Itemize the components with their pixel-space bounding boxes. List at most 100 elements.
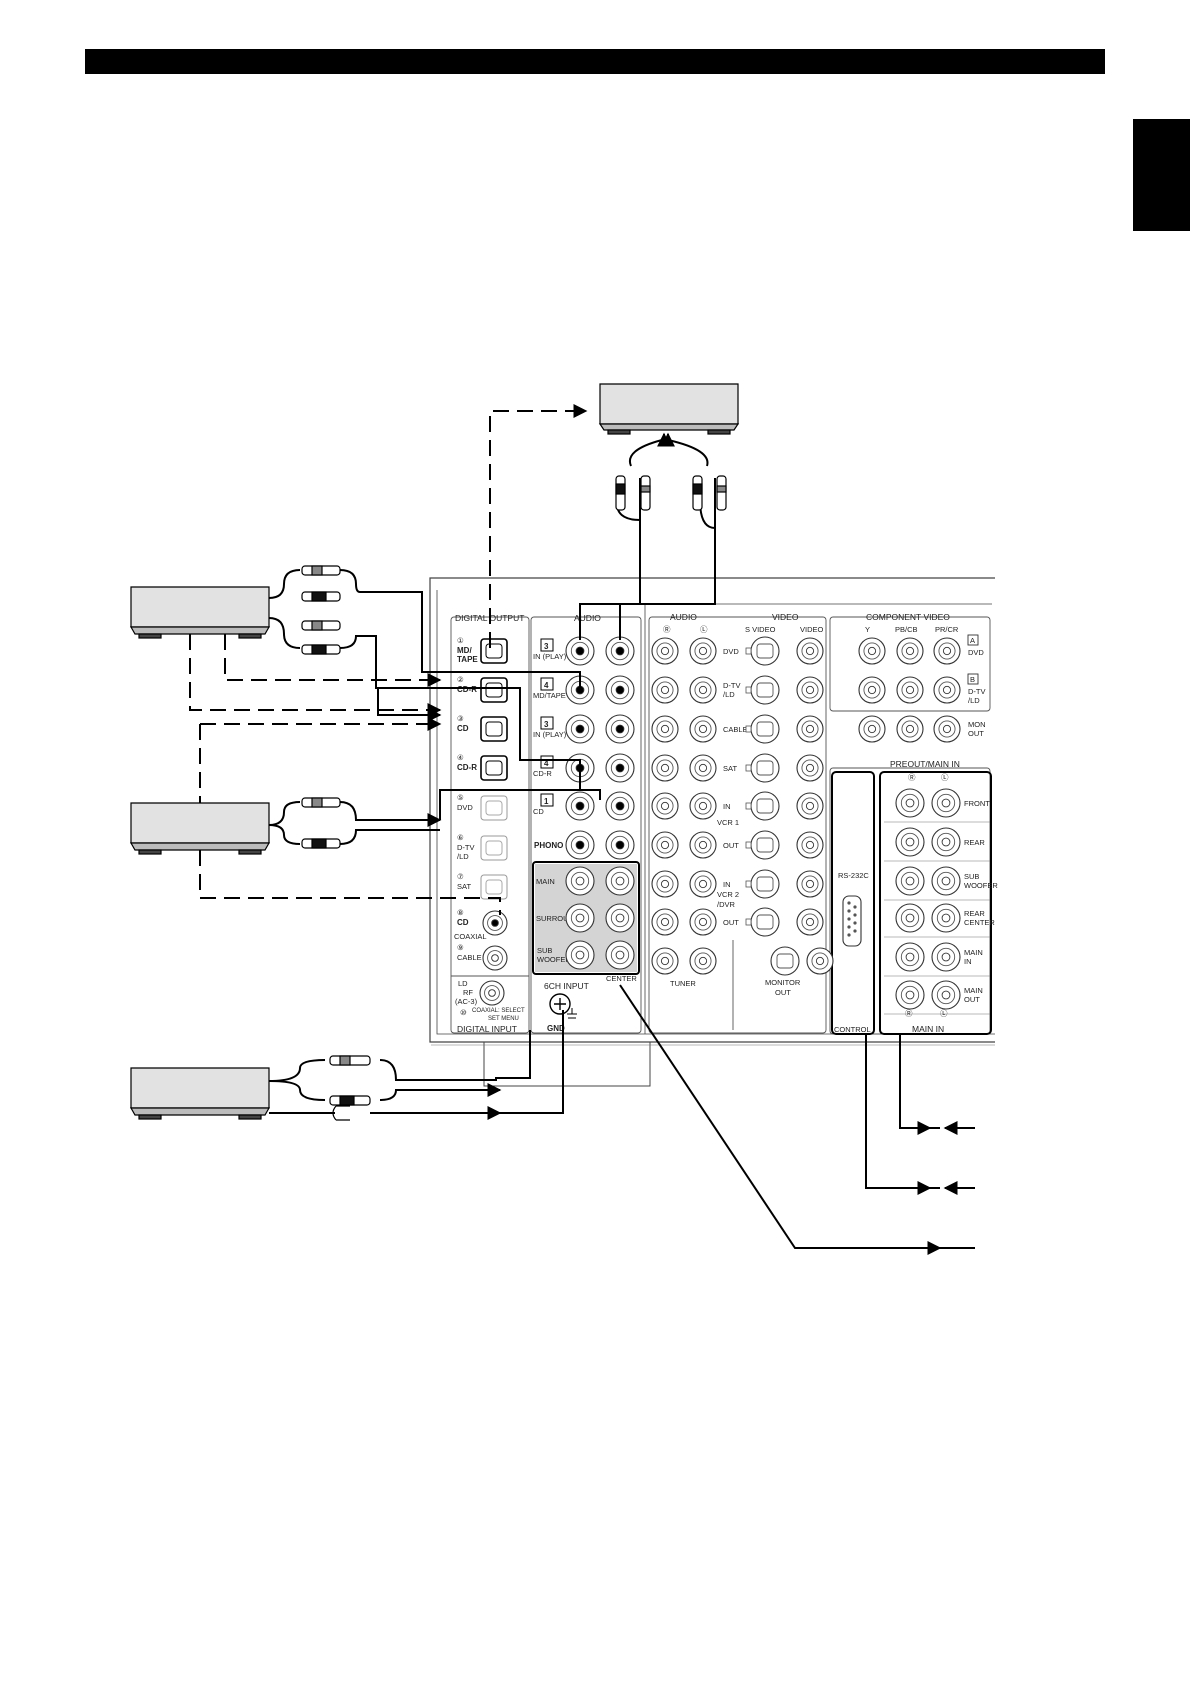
video-audio-jack-l-6-pin xyxy=(698,879,708,889)
video-audio-jack-l-7-ring xyxy=(694,913,712,931)
preout-header: PREOUT/MAIN IN xyxy=(890,759,960,769)
highlight-frames xyxy=(532,771,992,1035)
preout-jack-l-0-pin xyxy=(941,798,951,808)
s-video-jack-5 xyxy=(750,830,780,860)
rs232c-pin-b-2 xyxy=(853,921,857,925)
ld-label-2: RF xyxy=(463,988,473,997)
optical-jack-5 xyxy=(480,835,508,861)
ld-label-1: LD xyxy=(458,979,468,988)
preout-jack-l-2-ring xyxy=(936,871,956,891)
component-row-label-1-line-0: D-TV xyxy=(968,687,986,696)
optical-jack-slot-5 xyxy=(485,840,503,856)
rs232c-pin-b-3 xyxy=(853,929,857,933)
video-header: VIDEO xyxy=(772,612,799,622)
component-video-header: COMPONENT VIDEO xyxy=(866,612,950,622)
digital-jack-num-1: ② xyxy=(457,675,464,684)
six-ch-jack-l-0-pin xyxy=(575,876,585,886)
digital-jack-label-4-line-0: DVD xyxy=(457,803,473,812)
six-ch-jack-r-0-pin xyxy=(615,876,625,886)
six-ch-label-2-line-0: SUB xyxy=(537,946,552,955)
optical-jack-3 xyxy=(480,755,508,781)
video-jack-7-ring xyxy=(801,913,819,931)
component-jack-pr-0-ring xyxy=(938,642,956,660)
digital-jack-num-6: ⑦ xyxy=(457,872,464,881)
audio-num-2: 3 xyxy=(544,720,549,729)
component-jack-y-1-pin xyxy=(867,685,877,695)
tuner-label: TUNER xyxy=(670,979,696,988)
preout-jack-r-5-ring xyxy=(900,985,920,1005)
s-video-label: S VIDEO xyxy=(745,625,776,634)
preout-jack-r-2-ring xyxy=(900,871,920,891)
monitor-out-label-1: MONITOR xyxy=(765,978,801,987)
component-jack-y-0-ring xyxy=(863,642,881,660)
preout-row-label-1-line-0: REAR xyxy=(964,838,985,847)
side-tab xyxy=(1133,119,1190,231)
audio-num-box-1 xyxy=(540,677,554,691)
video-jack-6-ring xyxy=(801,875,819,893)
preout-jack-r-5-pin xyxy=(905,990,915,1000)
video-audio-jack-l-6-ring xyxy=(694,875,712,893)
cables xyxy=(189,404,975,1255)
s-video-jack-tab-7 xyxy=(745,918,752,926)
six-ch-jack-l-2-ring xyxy=(570,945,590,965)
main-in-l-label: Ⓛ xyxy=(940,1009,948,1018)
ld-label-3: (AC-3) xyxy=(455,997,478,1006)
component-top xyxy=(598,383,740,435)
digital-jack-num-2: ③ xyxy=(457,714,464,723)
video-audio-jack-r-2-ring xyxy=(656,720,674,738)
video-jack-1-pin xyxy=(805,685,815,695)
optical-jack-slot-6 xyxy=(485,879,503,895)
optical-jack-slot-2 xyxy=(485,721,503,737)
audio-jack-r-1-ring xyxy=(610,680,630,700)
digital-jack-label-3-line-0: CD-R xyxy=(457,763,477,772)
audio-jack-l-2-pin xyxy=(575,724,585,734)
digital-jack-label-6-line-0: SAT xyxy=(457,882,471,891)
component-col-pb: PB/CB xyxy=(895,625,918,634)
component-row-label-2-line-0: MON xyxy=(968,720,986,729)
video-row-label-0-line-0: DVD xyxy=(723,647,739,656)
video-audio-jack-l-1-ring xyxy=(694,681,712,699)
video-audio-header: AUDIO xyxy=(670,612,697,622)
coaxial-jack-ld-ring xyxy=(484,985,500,1001)
optical-jack-slot-1 xyxy=(485,682,503,698)
preout-jack-r-3-pin xyxy=(905,913,915,923)
center-label: CENTER xyxy=(606,974,637,983)
six-ch-jack-r-2-pin xyxy=(615,950,625,960)
s-video-jack-tab-0 xyxy=(745,647,752,655)
video-audio-jack-r-0-ring xyxy=(656,642,674,660)
vcr2-label-1: VCR 2 xyxy=(717,890,739,899)
preout-jack-l-1-pin xyxy=(941,837,951,847)
video-row-label-7-line-0: OUT xyxy=(723,918,739,927)
video-audio-jack-r-4-pin xyxy=(660,801,670,811)
component-badge-box-0 xyxy=(967,634,979,646)
video-jack-0-pin xyxy=(805,646,815,656)
audio-row-label-4-line-0: CD xyxy=(533,807,544,816)
component-jack-pb-2-ring xyxy=(901,720,919,738)
vcr2-label-2: /DVR xyxy=(717,900,736,909)
preout-jack-l-5-pin xyxy=(941,990,951,1000)
component-jack-y-2-ring xyxy=(863,720,881,738)
video-jack-0-ring xyxy=(801,642,819,660)
coax-select-label-2: SET MENU xyxy=(488,1016,519,1022)
six-ch-jack-r-1-pin xyxy=(615,913,625,923)
audio-jack-l-4-pin xyxy=(575,801,585,811)
s-video-jack-tab-3 xyxy=(745,764,752,772)
video-row-label-4-line-0: IN xyxy=(723,802,731,811)
audio-jack-r-0-pin xyxy=(615,646,625,656)
coaxial-jack-8-ring xyxy=(487,950,503,966)
video-audio-jack-l-1-pin xyxy=(698,685,708,695)
component-left-2 xyxy=(129,802,271,855)
audio-jack-r-1-pin xyxy=(615,685,625,695)
s-video-jack-slot-7 xyxy=(756,914,774,930)
monitor-out-label-2: OUT xyxy=(775,988,791,997)
coaxial-label: COAXIAL xyxy=(454,932,487,941)
audio-jack-r-2-pin xyxy=(615,724,625,734)
video-row-label-1-line-0: D-TV xyxy=(723,681,741,690)
video-audio-jack-l-4-pin xyxy=(698,801,708,811)
s-video-jack-slot-1 xyxy=(756,682,774,698)
audio-row-label-1-line-0: MD/TAPE xyxy=(533,691,566,700)
digital-jack-num-3: ④ xyxy=(457,753,464,762)
six-ch-label-1: SURROUND xyxy=(536,914,580,923)
monitor-s-video-slot xyxy=(776,953,794,969)
six-ch-label-0: MAIN xyxy=(536,877,555,886)
